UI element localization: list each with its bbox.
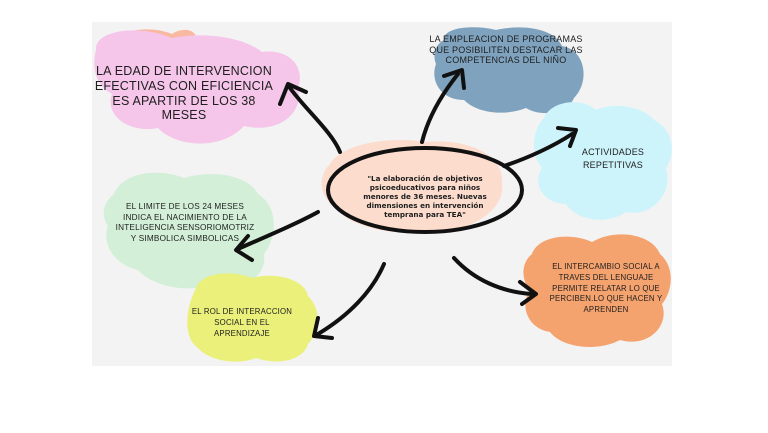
node-actividades-text: ACTIVIDADES REPETITIVAS <box>581 147 645 171</box>
arrow-to-edad <box>278 82 342 154</box>
background-blobs <box>94 27 672 362</box>
arrow-to-rol <box>312 262 386 340</box>
arrow-to-limite <box>234 210 320 262</box>
green-blob <box>103 172 274 289</box>
central-topic-text: "La elaboración de objetivos psicoeducat… <box>363 174 487 219</box>
node-programas-text: LA EMPLEACION DE PROGRAMAS QUE POSIBILIT… <box>429 34 583 66</box>
node-intercambio-text: EL INTERCAMBIO SOCIAL A TRAVES DEL LENGU… <box>549 262 663 314</box>
arrow-to-intercambio <box>452 256 538 306</box>
orange-blob <box>523 234 671 347</box>
yellow-blob <box>187 273 318 362</box>
node-rol-text: EL ROL DE INTERACCION SOCIAL EN EL APREN… <box>191 307 293 339</box>
connector-arrows <box>234 68 578 340</box>
pink-blob <box>94 30 300 144</box>
arrow-to-actividades <box>502 126 578 168</box>
peach-blob <box>321 140 503 233</box>
arrow-to-programas <box>420 68 466 144</box>
node-limite-text: EL LIMITE DE LOS 24 MESES INDICA EL NACI… <box>115 202 255 243</box>
cyan-blob <box>533 102 672 220</box>
blue-blob <box>434 27 584 114</box>
mind-map-board: "La elaboración de objetivos psicoeducat… <box>92 22 672 366</box>
node-edad-text: LA EDAD DE INTERVENCION EFECTIVAS CON EF… <box>94 64 274 123</box>
central-ellipse <box>326 146 524 234</box>
